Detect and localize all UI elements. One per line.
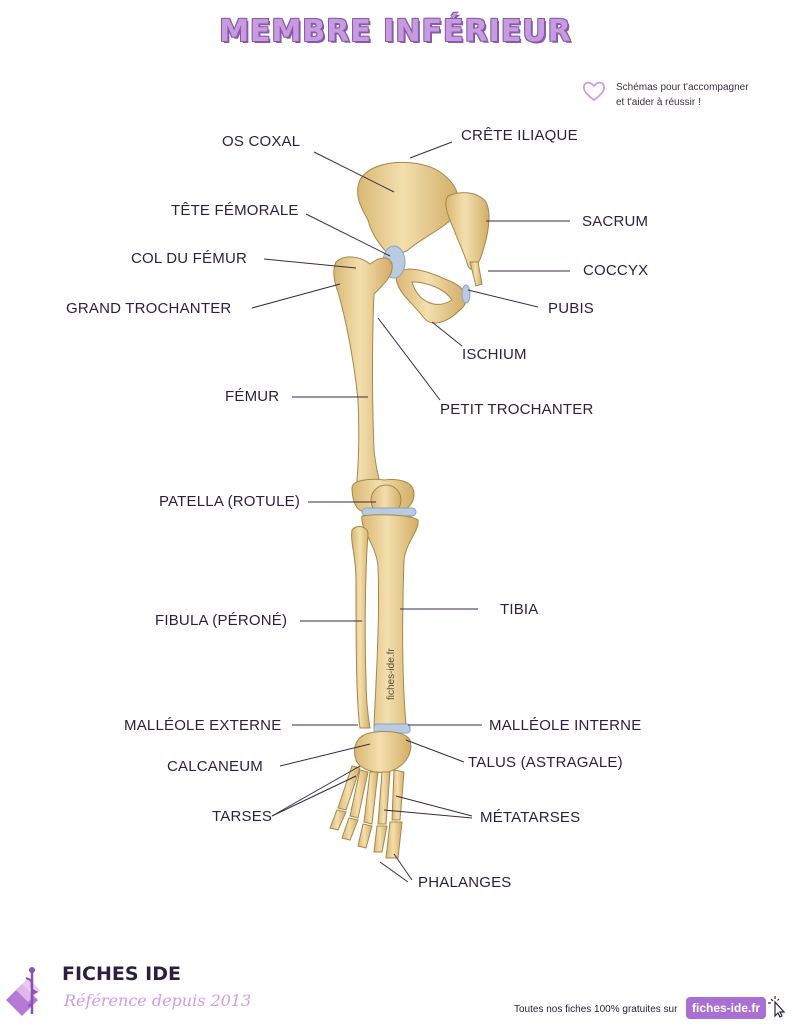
leader-lines (251, 141, 570, 883)
tarsal-bones (353, 731, 412, 773)
phalanx-5 (329, 809, 347, 831)
fibula-bone (351, 526, 371, 729)
label-malleole-externe: MALLÉOLE EXTERNE (124, 717, 282, 734)
tagline: Schémas pour t'accompagner et t'aider à … (616, 80, 786, 110)
label-ischium: ISCHIUM (462, 346, 527, 363)
label-pubis: PUBIS (548, 300, 595, 317)
label-col-femur: COL DU FÉMUR (131, 250, 248, 267)
label-sacrum: SACRUM (582, 213, 649, 230)
label-metatarses: MÉTATARSES (480, 809, 581, 826)
label-grand-trochanter: GRAND TROCHANTER (66, 300, 232, 317)
metatarsal-3 (363, 771, 379, 825)
coccyx-bone (469, 261, 483, 287)
label-fibula: FIBULA (PÉRONÉ) (155, 612, 288, 629)
watermark-text: fiches-ide.fr (386, 648, 397, 700)
site-link-button[interactable]: fiches-ide.fr (686, 997, 767, 1019)
label-femur: FÉMUR (225, 388, 280, 405)
metatarsal-1 (391, 769, 405, 821)
label-malleole-interne: MALLÉOLE INTERNE (489, 717, 642, 734)
lower-leg (351, 514, 419, 729)
label-phalanges: PHALANGES (418, 874, 512, 891)
footer-note: Toutes nos fiches 100% gratuites sur (514, 1004, 678, 1015)
label-talus: TALUS (ASTRAGALE) (468, 754, 623, 771)
foot (329, 731, 412, 859)
phalanx-4 (341, 817, 359, 841)
cursor-click-icon (768, 996, 786, 1018)
label-tarses: TARSES (212, 808, 273, 825)
femur (333, 256, 415, 516)
os-coxal-bone (357, 161, 460, 259)
tagline-line-1: Schémas pour t'accompagner (616, 82, 749, 93)
tibia-bone (361, 514, 419, 727)
metatarsal-4 (349, 769, 369, 819)
femur-bone (333, 256, 393, 495)
label-tete-femorale: TÊTE FÉMORALE (171, 202, 299, 219)
phalanx-3 (357, 823, 373, 849)
label-os-coxal: OS COXAL (222, 133, 301, 150)
phalanx-1 (385, 821, 403, 859)
sacrum-bone (445, 192, 490, 270)
footer-brand: FICHES IDE (62, 963, 181, 985)
pubis-ischium-ring (395, 268, 467, 324)
label-tibia: TIBIA (500, 601, 539, 618)
label-crete-iliaque: CRÊTE ILIAQUE (461, 127, 578, 144)
phalanx-2 (373, 825, 388, 853)
page-title: MEMBRE INFÉRIEUR (219, 14, 572, 49)
metatarsal-2 (377, 771, 391, 825)
tagline-line-2: et t'aider à réussir ! (616, 97, 701, 108)
label-calcaneum: CALCANEUM (167, 758, 263, 775)
footer-subtitle: Référence depuis 2013 (64, 991, 252, 1010)
caduceus-logo-icon (6, 967, 40, 1016)
label-coccyx: COCCYX (583, 262, 649, 279)
heart-icon (582, 81, 606, 102)
label-patella: PATELLA (ROTULE) (159, 493, 301, 510)
pubic-symphysis-cartilage (461, 284, 471, 304)
label-petit-trochanter: PETIT TROCHANTER (440, 401, 594, 418)
